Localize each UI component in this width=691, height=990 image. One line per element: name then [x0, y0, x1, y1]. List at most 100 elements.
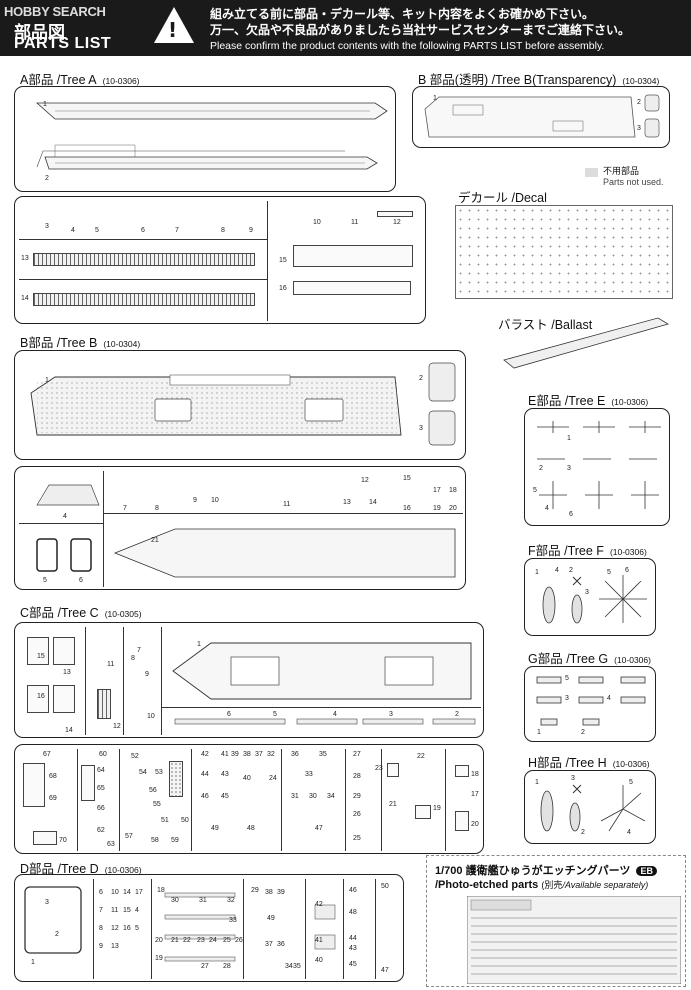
part-number: 14 — [21, 295, 29, 302]
tree-b-frame-bottom: 4 5 6 7 8 9 10 11 12 13 14 15 16 17 18 1… — [14, 466, 466, 590]
tree-a-hull-drawing — [35, 102, 388, 170]
tree-h-label: H部品 /Tree H(10-0306) — [528, 756, 650, 770]
notice-en: Please confirm the product contents with… — [210, 40, 605, 52]
page-title-jp: 部品図 — [14, 23, 65, 42]
part-number: 2 — [539, 465, 543, 472]
part-number: 10 — [211, 497, 219, 504]
part-number: 15 — [403, 475, 411, 482]
part-number: 7 — [175, 227, 179, 234]
part-number: 48 — [349, 909, 357, 916]
part-number: 5 — [629, 779, 633, 786]
part-number: 62 — [97, 827, 105, 834]
part-number: 60 — [99, 751, 107, 758]
part-number: 69 — [49, 795, 57, 802]
part-number: 32 — [267, 751, 275, 758]
part-c15 — [27, 637, 49, 665]
page-title-en: PARTS LIST — [14, 35, 112, 52]
eb-badge: EB — [636, 866, 657, 876]
part-number: 20 — [471, 821, 479, 828]
section-divider — [343, 879, 344, 979]
part-number: 5 — [273, 711, 277, 718]
part-a14 — [33, 293, 255, 306]
part-number: 38 — [265, 889, 273, 896]
part-number: 11 — [107, 661, 115, 668]
part-number: 1 — [535, 569, 539, 576]
part-number: 28 — [353, 773, 361, 780]
part-a16 — [293, 281, 411, 295]
part-number: 13 — [63, 669, 71, 676]
part-a15 — [293, 245, 413, 267]
part-number: 10 — [147, 713, 155, 720]
part-number: 53 — [155, 769, 163, 776]
part-c21 — [415, 805, 431, 819]
part-number: 17 — [433, 487, 441, 494]
part-number: 51 — [161, 817, 169, 824]
part-number: 6 — [99, 889, 103, 896]
header-bar: HOBBY SEARCH 部品図 PARTS LIST ! 組み立てる前に部品・… — [0, 0, 691, 56]
ballast-drawing — [503, 317, 669, 369]
part-number: 4 — [607, 695, 611, 702]
part-number: 50 — [381, 883, 389, 890]
part-number: 14 — [369, 499, 377, 506]
part-a12 — [377, 211, 413, 217]
section-divider — [161, 707, 481, 708]
section-divider — [123, 627, 124, 735]
part-number: 32 — [227, 897, 235, 904]
tree-a-label: A部品 /Tree A(10-0306) — [20, 73, 140, 87]
unused-label-en: Parts not used. — [603, 177, 664, 187]
part-number: 3 — [45, 223, 49, 230]
part-number: 7 — [123, 505, 127, 512]
part-number: 6 — [625, 567, 629, 574]
part-number: 19 — [433, 505, 441, 512]
part-number: 8 — [155, 505, 159, 512]
part-c12 — [97, 689, 111, 719]
part-number: 57 — [125, 833, 133, 840]
part-number: 4 — [333, 711, 337, 718]
tree-b-hull-drawing — [36, 484, 456, 578]
part-number: 9 — [145, 671, 149, 678]
tree-h-frame: 3 1 2 5 4 — [524, 770, 656, 844]
part-c64 — [81, 765, 95, 801]
part-number: 36 — [291, 751, 299, 758]
part-number: 6 — [141, 227, 145, 234]
part-number: 58 — [151, 837, 159, 844]
part-number: 7 — [99, 907, 103, 914]
part-number: 9 — [193, 497, 197, 504]
part-number: 10 — [111, 889, 119, 896]
part-number: 2 — [455, 711, 459, 718]
part-number: 24 — [209, 937, 217, 944]
section-divider — [267, 201, 268, 321]
part-number: 1 — [433, 95, 437, 102]
part-number: 49 — [211, 825, 219, 832]
part-number: 55 — [153, 801, 161, 808]
tree-c-label: C部品 /Tree C(10-0305) — [20, 606, 142, 620]
part-number: 14 — [123, 889, 131, 896]
part-number: 12 — [393, 219, 401, 226]
part-number: 12 — [111, 925, 119, 932]
part-number: 46 — [349, 887, 357, 894]
part-number: 11 — [111, 907, 119, 914]
part-number: 3 — [585, 589, 589, 596]
part-number: 11 — [283, 501, 291, 508]
part-number: 9 — [99, 943, 103, 950]
photo-etched-subtitle: /Photo-etched parts (別売/Available separa… — [435, 879, 649, 891]
part-number: 44 — [201, 771, 209, 778]
part-number: 13 — [343, 499, 351, 506]
part-number: 1 — [45, 377, 49, 384]
tree-b-frame-top: 1 2 3 — [14, 350, 466, 460]
section-divider — [103, 513, 463, 514]
tree-g-label: G部品 /Tree G(10-0306) — [528, 652, 651, 666]
part-number: 66 — [97, 805, 105, 812]
tree-b-trans-label: B 部品(透明) /Tree B(Transparency)(10-0304) — [418, 73, 660, 87]
tree-e-helicopter-drawing — [537, 421, 661, 509]
part-a13 — [33, 253, 255, 266]
part-number: 67 — [43, 751, 51, 758]
tree-c-deck-drawing — [172, 642, 476, 725]
part-number: 17 — [135, 889, 143, 896]
part-number: 3 — [419, 425, 423, 432]
part-number: 65 — [97, 785, 105, 792]
part-number: 46 — [201, 793, 209, 800]
part-number: 20 — [155, 937, 163, 944]
part-number: 15 — [123, 907, 131, 914]
part-number: 21 — [389, 801, 397, 808]
